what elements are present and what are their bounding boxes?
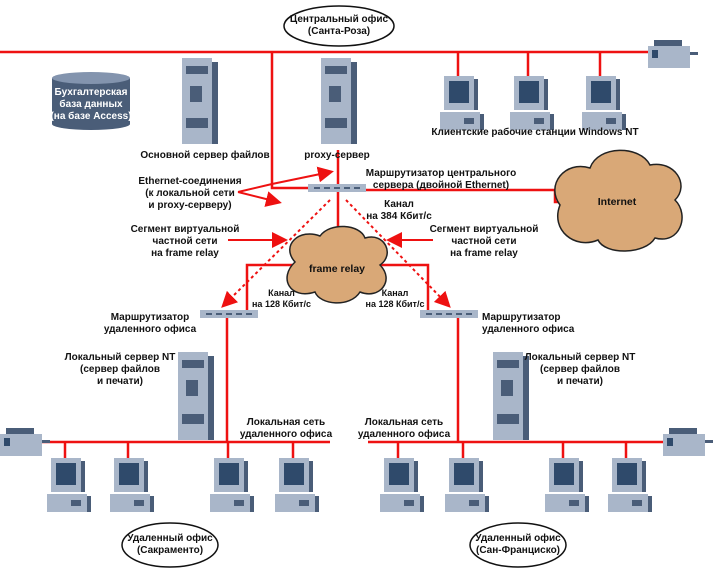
office-right-label: Удаленный офис(Сан-Франциско) xyxy=(475,533,561,556)
proxy-server-label: proxy-сервер xyxy=(304,150,370,161)
local-server-left-icon xyxy=(178,352,214,440)
network-links xyxy=(0,50,665,444)
frame-relay-label: frame relay xyxy=(308,263,366,275)
workstation-icon xyxy=(582,76,626,130)
frame-relay-cloud-icon xyxy=(286,225,388,304)
remote-router-left-icon xyxy=(200,310,258,318)
workstation-icon xyxy=(110,458,154,512)
file-lan-link xyxy=(270,52,308,190)
workstation-icon xyxy=(510,76,554,130)
workstation-icon xyxy=(545,458,589,512)
central-office-ellipse xyxy=(283,5,395,47)
file-server-label: Основной сервер файлов xyxy=(140,150,270,161)
remote-printer-right-icon xyxy=(663,428,713,456)
central-printer-icon xyxy=(648,40,698,68)
workstation-icon xyxy=(440,76,484,130)
proxy-server-icon xyxy=(321,58,357,144)
file-server-icon xyxy=(182,58,218,144)
workstations-label: Клиентские рабочие станции Windows NT xyxy=(431,127,639,138)
central-office-label: Центральный офис(Санта-Роза) xyxy=(289,14,389,37)
vpn-arrows xyxy=(221,199,451,308)
remote-printer-left-icon xyxy=(0,428,50,456)
office-left-ellipse xyxy=(121,522,219,568)
local-server-right-icon xyxy=(493,352,529,440)
drop-links xyxy=(63,52,628,458)
pointer-arrows xyxy=(228,166,433,248)
remote-router-right-icon xyxy=(420,310,478,318)
workstation-icon xyxy=(210,458,254,512)
database-icon xyxy=(52,72,130,130)
internet-label: Internet xyxy=(597,196,637,208)
workstation-icon xyxy=(275,458,319,512)
internet-cloud-icon xyxy=(554,149,683,252)
workstation-icon xyxy=(445,458,489,512)
link-128-right xyxy=(378,263,430,310)
office-left-label: Удаленный офис(Сакраменто) xyxy=(127,533,213,556)
central-router-icon xyxy=(308,184,366,192)
office-right-ellipse xyxy=(469,522,567,568)
link-128-left xyxy=(245,263,295,310)
workstation-icon xyxy=(47,458,91,512)
workstation-icon xyxy=(380,458,424,512)
workstation-icon xyxy=(608,458,652,512)
